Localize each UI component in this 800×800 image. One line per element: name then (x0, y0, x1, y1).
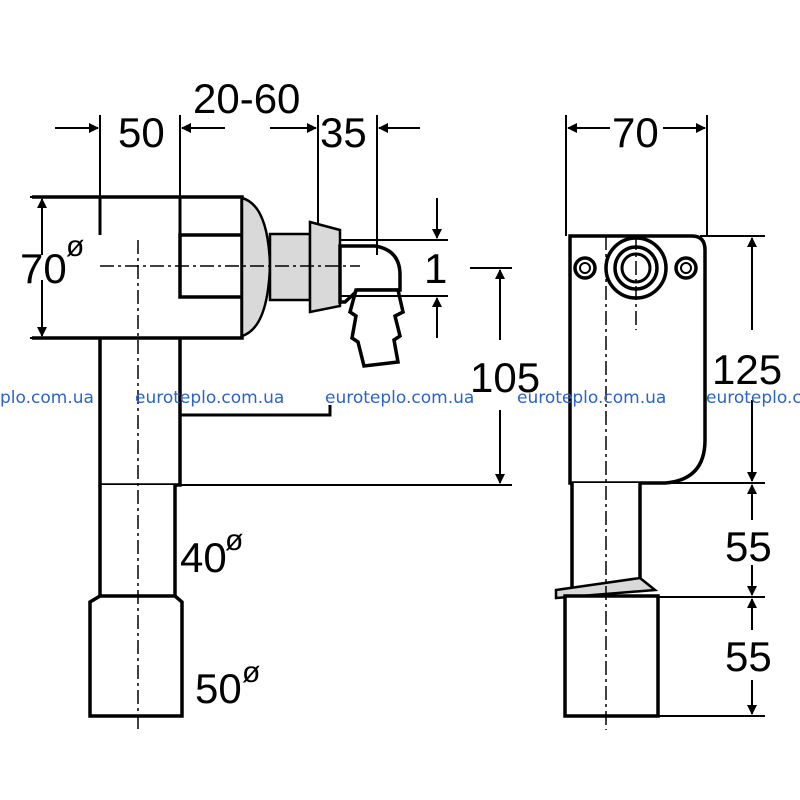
dim-hose-offset: 1 (424, 245, 447, 292)
dim-flange-dia-symbol: ø (66, 230, 84, 263)
watermark-text: euroteplo.com.ua (325, 388, 474, 408)
screw-left (573, 256, 597, 280)
watermark: plo.com.ua euroteplo.com.ua euroteplo.co… (0, 388, 800, 408)
dim-outlet-length: 35 (320, 109, 367, 156)
dim-outlet-height: 105 (470, 354, 540, 401)
front-view: 70 125 55 55 (554, 109, 782, 730)
watermark-text: euroteplo.c (706, 388, 800, 408)
front-plate (568, 234, 707, 485)
watermark-text: euroteplo.com.ua (135, 388, 284, 408)
dim-box-width: 70 (612, 109, 659, 156)
flange (240, 196, 272, 338)
dim-adjust-range: 20-60 (193, 75, 300, 122)
screw-right (674, 256, 698, 280)
bottom-socket (88, 594, 184, 718)
side-view: 50 20-60 35 70 ø 1 105 40 ø 50 ø (20, 75, 540, 730)
nut-hex (308, 220, 342, 314)
dim-lower-pipe: 40 (180, 534, 227, 581)
watermark-text: plo.com.ua (0, 388, 94, 408)
dim-box-height: 125 (712, 346, 782, 393)
hose-barb (347, 288, 406, 368)
dim-end-pipe: 50 (195, 665, 242, 712)
dim-end-pipe-symbol: ø (242, 656, 260, 689)
dim-flange-height: 70 (20, 245, 67, 292)
dim-pipe-width: 50 (118, 109, 165, 156)
watermark-text: euroteplo.com.ua (517, 388, 666, 408)
dim-pipe-segment-1: 55 (725, 523, 772, 570)
dim-lower-pipe-symbol: ø (225, 524, 243, 557)
nut (268, 232, 312, 302)
dim-pipe-segment-2: 55 (725, 633, 772, 680)
front-socket (563, 594, 660, 718)
